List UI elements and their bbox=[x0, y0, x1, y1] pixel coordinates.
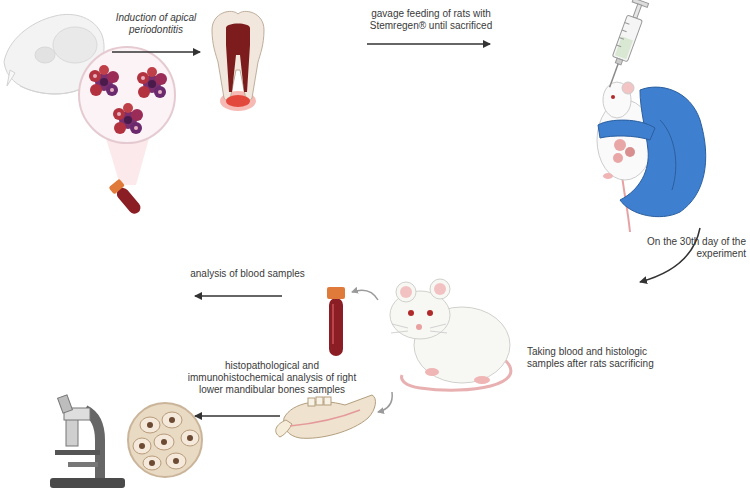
flow-arrows-part bbox=[367, 43, 490, 45]
flow-arrows-part bbox=[195, 415, 280, 417]
flow-arrows bbox=[112, 44, 700, 416]
microscope-illustration-part bbox=[149, 460, 155, 466]
gavage-illustration-part-part bbox=[615, 58, 622, 65]
microscope-illustration-part bbox=[162, 412, 182, 428]
blood-cell-magnifier bbox=[79, 47, 175, 217]
rat-illustration-part bbox=[430, 279, 450, 299]
gavage-illustration-part bbox=[611, 95, 615, 99]
gavage-illustration-part-part bbox=[633, 4, 642, 19]
blood-cell-magnifier-part bbox=[79, 47, 175, 143]
gavage-illustration-part bbox=[598, 120, 655, 140]
microscope-illustration-part bbox=[143, 456, 161, 470]
mandible-illustration-part bbox=[308, 398, 315, 406]
gavage-illustration-part bbox=[614, 139, 626, 151]
rat-illustration-part bbox=[416, 324, 422, 330]
step-label: On the 30th day of the experiment bbox=[634, 236, 746, 260]
gavage-illustration-part-part bbox=[615, 36, 633, 59]
rat-illustration-part bbox=[434, 283, 446, 295]
microscope-illustration-part bbox=[173, 458, 179, 464]
microscope-illustration-part bbox=[140, 417, 160, 433]
rat-illustration-part bbox=[474, 376, 490, 384]
gavage-illustration-part bbox=[602, 0, 649, 90]
blood-tube-part bbox=[329, 298, 343, 356]
blood-tube-part bbox=[327, 287, 345, 299]
microscope-illustration-part bbox=[66, 418, 78, 446]
tooth-illustration-part bbox=[226, 95, 250, 107]
rat-skull-part bbox=[35, 47, 55, 63]
mandible-illustration-part bbox=[276, 420, 292, 437]
microscope-illustration-part bbox=[161, 439, 167, 445]
gavage-illustration-part bbox=[625, 147, 635, 157]
mandible-illustration-part bbox=[324, 397, 331, 405]
step-label: gavage feeding of rats with Stemregen® u… bbox=[356, 8, 506, 32]
microscope-illustration-part bbox=[128, 403, 202, 477]
gavage-illustration-part bbox=[622, 82, 634, 94]
flow-arrows-part bbox=[378, 392, 392, 412]
gavage-illustration-part bbox=[620, 87, 706, 217]
gavage-illustration bbox=[597, 0, 706, 232]
gavage-illustration-part bbox=[603, 173, 613, 179]
tooth-illustration bbox=[212, 11, 264, 111]
rat-illustration-part bbox=[396, 282, 416, 302]
blood-cell-magnifier-part bbox=[108, 179, 143, 217]
microscope-illustration-part bbox=[154, 434, 174, 450]
flow-arrows-part bbox=[195, 295, 282, 297]
rat-illustration bbox=[390, 279, 511, 390]
step-label: Taking blood and histologic samples afte… bbox=[527, 346, 677, 370]
mandible-illustration-part bbox=[316, 397, 323, 405]
rat-illustration-part bbox=[391, 324, 447, 333]
tooth-illustration-part bbox=[226, 24, 250, 93]
flow-arrows-part bbox=[352, 290, 378, 300]
step-label: analysis of blood samples bbox=[180, 268, 315, 280]
flow-arrows-part bbox=[112, 51, 200, 53]
gavage-illustration-part-part bbox=[612, 15, 642, 62]
blood-cell-magnifier-part bbox=[89, 65, 119, 96]
mandible-illustration bbox=[276, 395, 376, 438]
step-label: Induction of apical periodontitis bbox=[106, 12, 206, 36]
rat-illustration-part bbox=[425, 368, 439, 376]
microscope-illustration-part bbox=[169, 417, 175, 423]
blood-tube bbox=[327, 287, 345, 356]
microscope-illustration-part bbox=[133, 438, 151, 454]
tooth-illustration-part bbox=[212, 11, 264, 100]
gavage-illustration-part-part bbox=[610, 64, 619, 87]
microscope-illustration-part bbox=[187, 435, 193, 441]
rat-skull-part bbox=[7, 70, 15, 86]
microscope-illustration-part bbox=[166, 453, 186, 469]
rat-illustration-part bbox=[400, 286, 412, 298]
microscope-illustration-part bbox=[68, 462, 98, 467]
microscope-illustration-part bbox=[50, 478, 125, 488]
gavage-illustration-part bbox=[613, 153, 623, 163]
blood-tube-part bbox=[332, 304, 334, 344]
rat-illustration-part bbox=[427, 310, 433, 316]
microscope-illustration-part bbox=[147, 422, 153, 428]
microscope-illustration-part bbox=[181, 430, 199, 446]
step-label: histopathological and immunohistochemica… bbox=[186, 360, 358, 396]
microscope-illustration-part bbox=[58, 395, 73, 413]
gavage-illustration-part-part bbox=[616, 23, 629, 47]
mandible-illustration-part bbox=[290, 410, 360, 426]
microscope-illustration-part bbox=[139, 443, 145, 449]
gavage-illustration-part bbox=[660, 120, 676, 190]
mandible-illustration-part bbox=[284, 395, 376, 438]
rat-illustration-part bbox=[408, 310, 414, 316]
microscope-illustration-part bbox=[55, 450, 100, 455]
blood-cell-magnifier-part bbox=[113, 103, 143, 134]
blood-cell-magnifier-part-part bbox=[108, 179, 125, 195]
microscope-illustration bbox=[50, 395, 202, 488]
blood-cell-magnifier-part bbox=[137, 67, 167, 98]
rat-skull-part bbox=[53, 27, 97, 63]
